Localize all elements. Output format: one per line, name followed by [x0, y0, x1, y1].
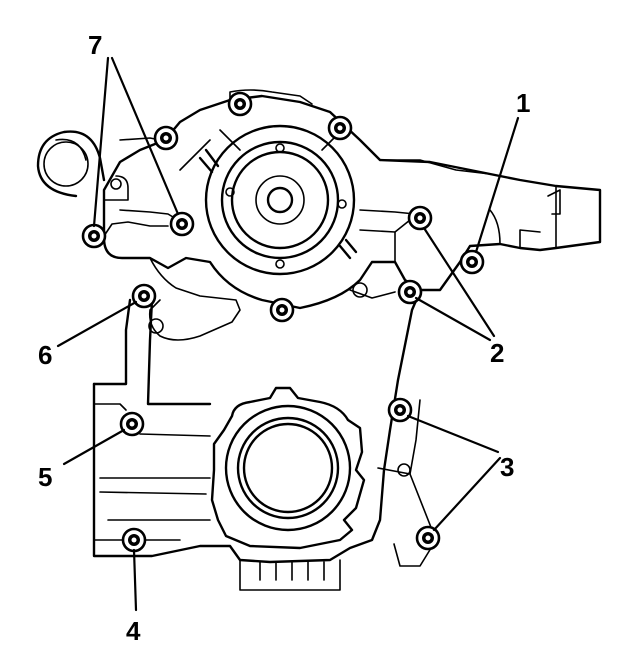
bolt-7b [169, 211, 195, 237]
bolt-3a [387, 397, 413, 423]
leader-2b [414, 296, 492, 342]
leader-7-to-bolt-7b [110, 56, 180, 216]
bolt-1 [459, 249, 485, 275]
leader-7-to-bolt-7c [92, 56, 110, 228]
bolt-4 [121, 527, 147, 553]
bolt-top-right [327, 115, 353, 141]
leader-1 [474, 116, 520, 254]
upper-housing [102, 89, 602, 341]
bolt-group [81, 91, 485, 553]
crankshaft-seal [210, 386, 366, 550]
callout-4: 4 [126, 616, 141, 646]
outlet-pipe [36, 130, 106, 198]
callout-7: 7 [88, 30, 102, 60]
mounting-holes [110, 178, 368, 334]
bolt-pump-bottom [269, 297, 295, 323]
bolt-2a [407, 205, 433, 231]
callout-3: 3 [500, 452, 514, 482]
callout-labels: 7 1 2 3 4 5 6 [38, 30, 530, 646]
leader-5 [62, 428, 126, 466]
callout-5: 5 [38, 462, 52, 492]
leader-3a [406, 414, 500, 454]
bolt-6 [131, 283, 157, 309]
bolt-top-left [153, 125, 179, 151]
callout-2: 2 [490, 338, 504, 368]
leader-3b [432, 456, 502, 532]
bolt-7a [227, 91, 253, 117]
callout-6: 6 [38, 340, 52, 370]
leader-lines [56, 56, 520, 612]
leader-4 [132, 548, 138, 612]
bolt-5 [119, 411, 145, 437]
leader-6 [56, 300, 138, 348]
callout-1: 1 [516, 88, 530, 118]
water-pump [198, 124, 358, 276]
leader-2a [422, 226, 496, 338]
bolt-3b [415, 525, 441, 551]
bolt-7c [81, 223, 107, 249]
